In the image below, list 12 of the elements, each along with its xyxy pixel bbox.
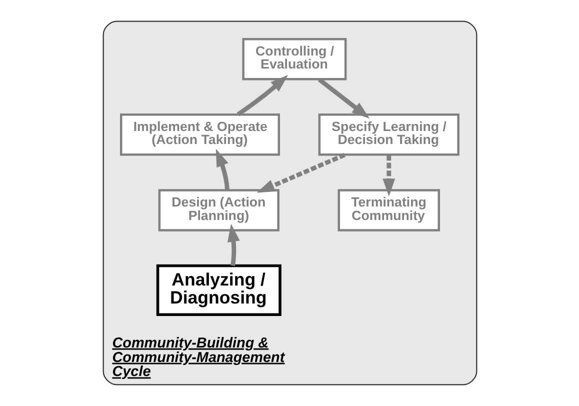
arrow [317,78,370,119]
arrow [215,148,230,190]
arrow [382,155,395,196]
arrow [227,224,240,266]
node-box: Controlling / Evaluation [242,38,346,80]
arrow [236,75,288,116]
node-box: Design (Action Planning) [158,189,279,232]
node-box: Terminating Community [337,189,440,232]
node-box: Implement & Operate (Action Taking) [120,114,280,156]
arrow [256,152,346,193]
node-box: Analyzing / Diagnosing [156,264,281,316]
node-box: Specify Learning / Decision Taking [318,114,459,156]
